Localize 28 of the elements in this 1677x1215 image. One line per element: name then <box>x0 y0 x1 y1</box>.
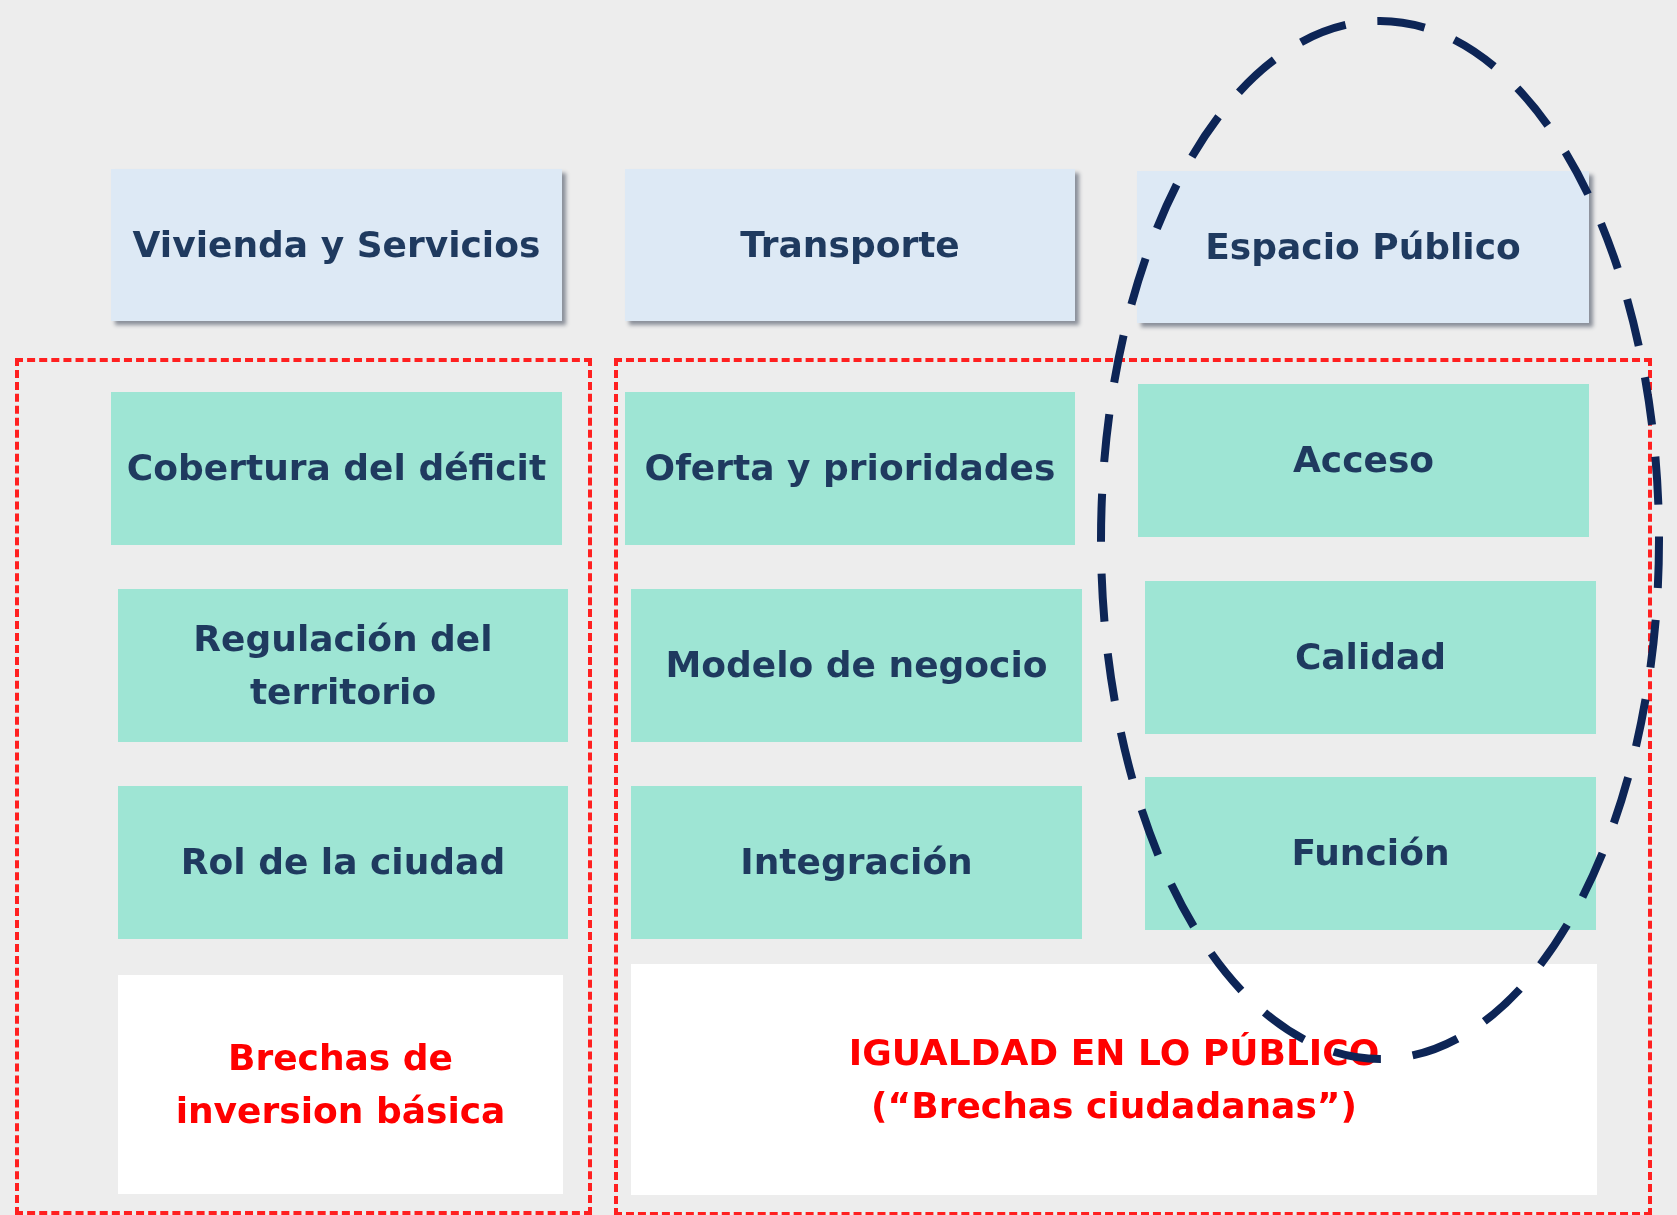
topic-box <box>118 786 568 939</box>
topic-label: Función <box>1290 831 1451 876</box>
topic-label: Regulación del territorio <box>192 617 494 714</box>
topic-label: Oferta y prioridades <box>643 446 1057 491</box>
topic-box <box>1138 384 1589 537</box>
topic-box <box>625 392 1075 545</box>
note-label: Brechas de inversion básica <box>174 1036 507 1133</box>
topic-label: Calidad <box>1293 635 1448 680</box>
topic-box <box>111 392 562 545</box>
dashed-group-frame <box>15 358 592 1215</box>
topic-label: Acceso <box>1291 438 1436 483</box>
category-header <box>111 169 562 321</box>
header-label: Espacio Público <box>1204 224 1522 269</box>
topic-label: Modelo de negocio <box>664 643 1049 688</box>
header-label: Vivienda y Servicios <box>131 222 542 267</box>
header-label: Transporte <box>739 222 961 267</box>
category-header <box>625 169 1075 321</box>
dashed-group-frame <box>614 358 1652 1215</box>
topic-label: Cobertura del déficit <box>125 446 548 491</box>
topic-box <box>1145 581 1596 734</box>
topic-box <box>631 786 1082 939</box>
note-label: IGUALDAD EN LO PÚBLICO (“Brechas ciudadanas”) <box>847 1031 1381 1128</box>
topic-box <box>118 589 568 742</box>
topic-box <box>631 589 1082 742</box>
topic-box <box>1145 777 1596 930</box>
note-box <box>631 964 1597 1195</box>
topic-label: Integración <box>739 840 974 885</box>
topic-label: Rol de la ciudad <box>179 840 507 885</box>
